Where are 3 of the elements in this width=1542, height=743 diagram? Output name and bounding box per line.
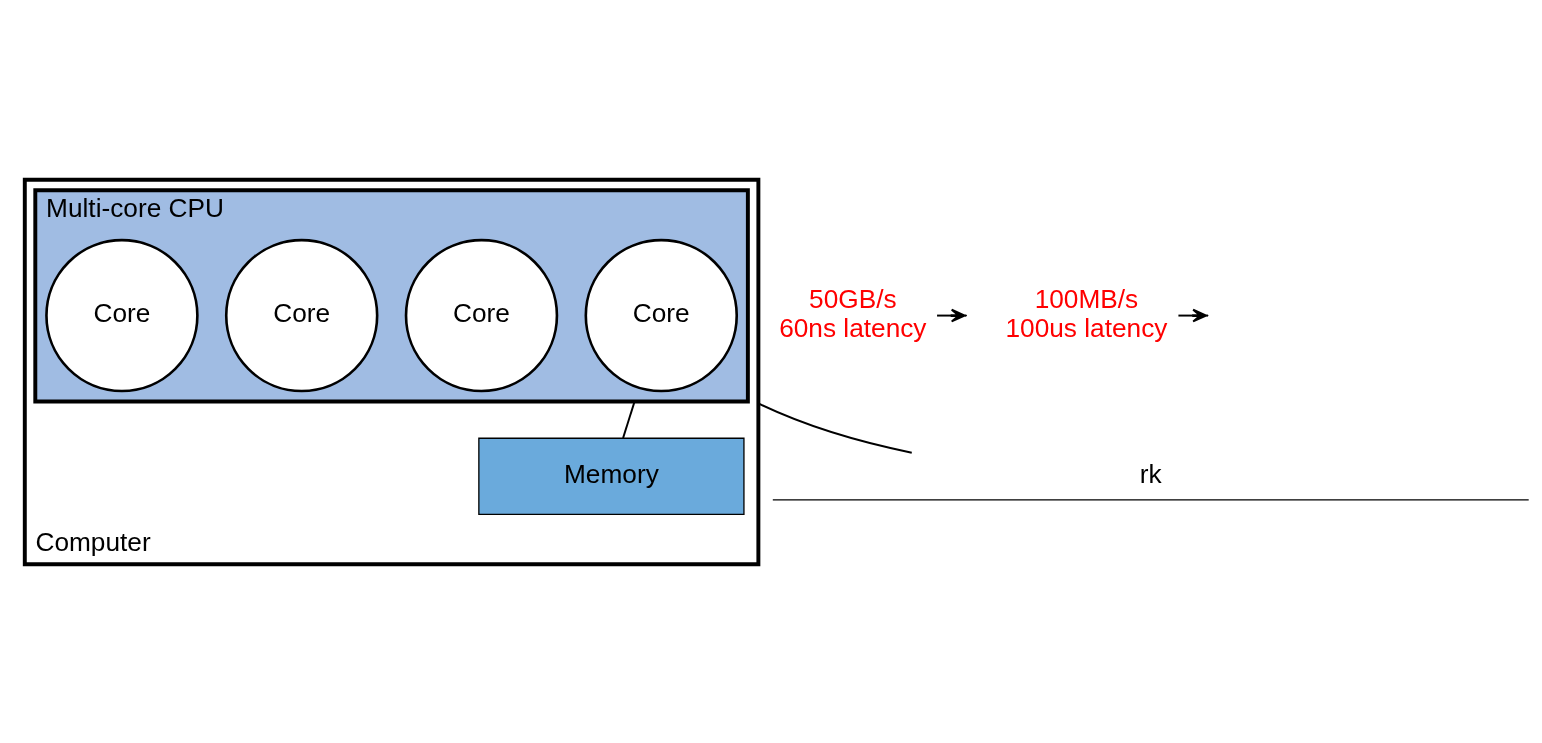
node-text: rk bbox=[1139, 458, 1162, 489]
node-text: 50GB/s 60ns latency bbox=[778, 283, 927, 343]
node-text: 100MB/s 100us latency bbox=[1005, 283, 1167, 343]
